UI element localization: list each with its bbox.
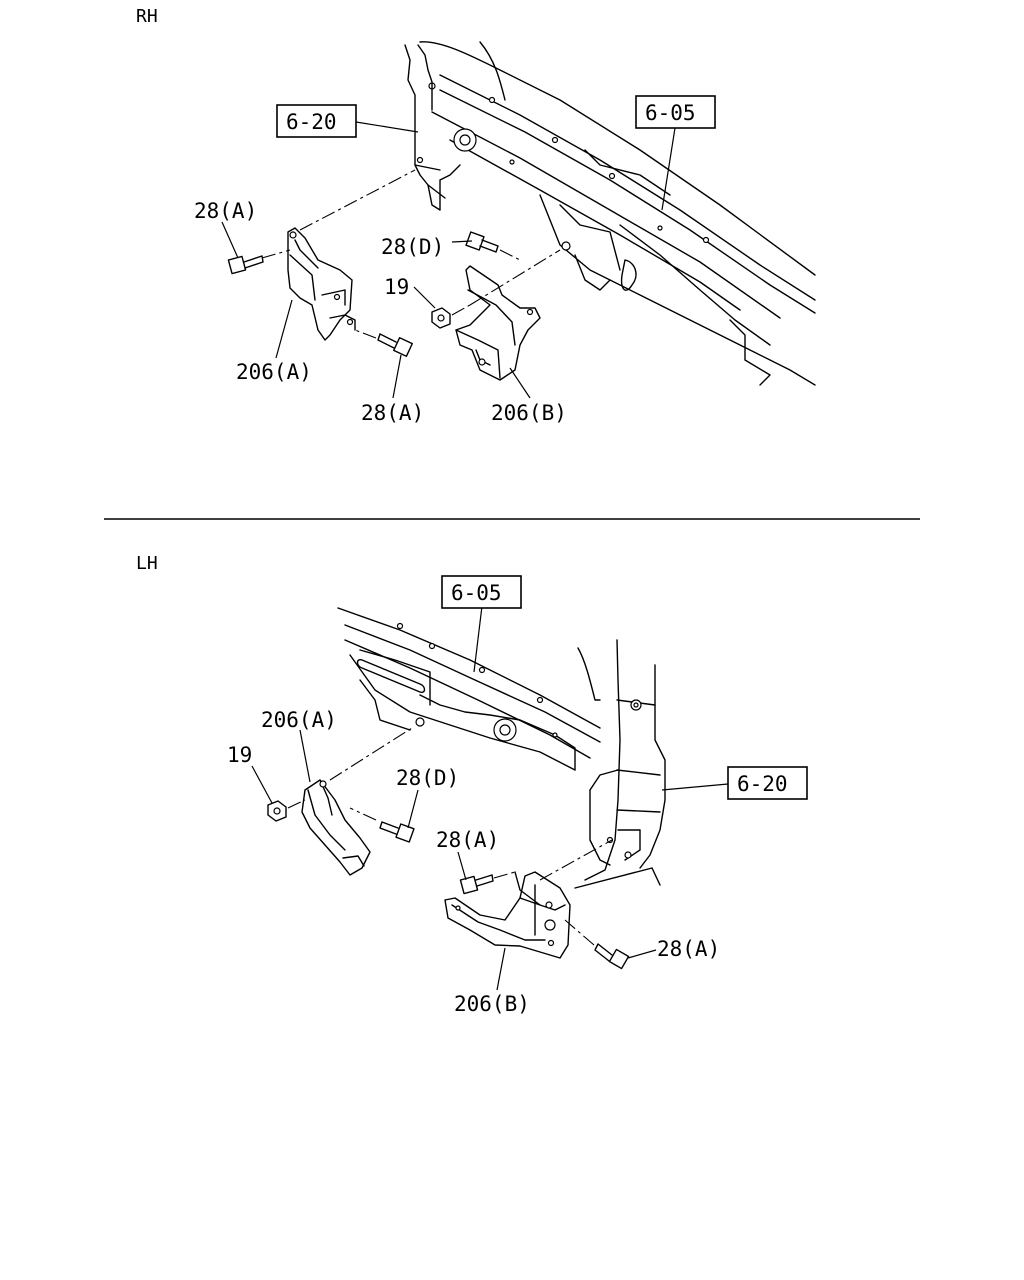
rh-align-line-4 (499, 249, 521, 261)
lh-align-line-4 (349, 807, 377, 821)
rh-ref-box-6-05 (635, 95, 716, 129)
rh-section: RH (136, 6, 816, 425)
rh-bracket-206a (287, 227, 356, 341)
lh-bracket-206b (444, 871, 571, 959)
lh-section: LH (136, 553, 808, 1016)
lh-side-bracket-6-20 (584, 639, 666, 881)
lh-ref-bracket-label[interactable]: 6-20 (737, 772, 788, 796)
rh-bolt-28a-upper-label: 28(A) (194, 199, 257, 223)
rh-ref-bracket-label[interactable]: 6-20 (286, 110, 337, 134)
rh-bolt-28d-label: 28(D) (381, 235, 444, 259)
rh-bracket-206a-label: 206(A) (236, 360, 312, 384)
lh-align-line-1 (329, 727, 413, 781)
rh-align-line-6 (451, 304, 471, 316)
rh-align-line-1 (299, 169, 416, 231)
rh-align-line-3 (261, 249, 291, 259)
lh-bracket-206a (301, 779, 371, 876)
rh-bracket-206b (455, 265, 541, 381)
lh-bolt-28a-upper (459, 874, 494, 895)
lh-bolt-28a-upper-label: 28(A) (436, 828, 499, 852)
lh-ref-box-6-05 (441, 575, 522, 609)
lh-align-line-5 (493, 871, 516, 879)
lh-align-line-2 (539, 839, 613, 881)
lh-frame-crossmember (337, 607, 601, 771)
lh-ref-box-6-20 (727, 766, 808, 800)
rh-align-line-2 (469, 249, 561, 306)
rh-frame-crossmember (419, 41, 816, 386)
rh-align-line-5 (354, 329, 377, 339)
lh-bolt-28d (379, 821, 415, 843)
lh-align-line-6 (564, 919, 595, 946)
rh-bolt-28a-lower (377, 333, 414, 358)
rh-ref-box-6-20 (276, 104, 357, 138)
lh-bracket-206a-label: 206(A) (261, 708, 337, 732)
lh-bolt-28a-lower (594, 943, 630, 970)
lh-leader-fork (574, 867, 661, 889)
lh-bracket-206b-label: 206(B) (454, 992, 530, 1016)
rh-nut-19 (431, 307, 451, 329)
rh-nut-19-label: 19 (384, 275, 409, 299)
lh-align-line-3 (287, 799, 306, 809)
rh-bracket-206b-label: 206(B) (491, 401, 567, 425)
lh-bolt-28d-label: 28(D) (396, 766, 459, 790)
rh-ref-frame-label[interactable]: 6-05 (645, 101, 696, 125)
lh-bolt-28a-lower-label: 28(A) (657, 937, 720, 961)
rh-section-label: RH (136, 6, 158, 27)
rh-bolt-28d (465, 231, 499, 253)
rh-bolt-28a-upper (227, 255, 264, 275)
lh-nut-19 (267, 800, 287, 822)
lh-ref-frame-label[interactable]: 6-05 (451, 581, 502, 605)
rh-bolt-28a-lower-label: 28(A) (361, 401, 424, 425)
rh-side-bracket-6-20 (404, 44, 461, 211)
lh-section-label: LH (136, 553, 158, 574)
lh-nut-19-label: 19 (227, 743, 252, 767)
